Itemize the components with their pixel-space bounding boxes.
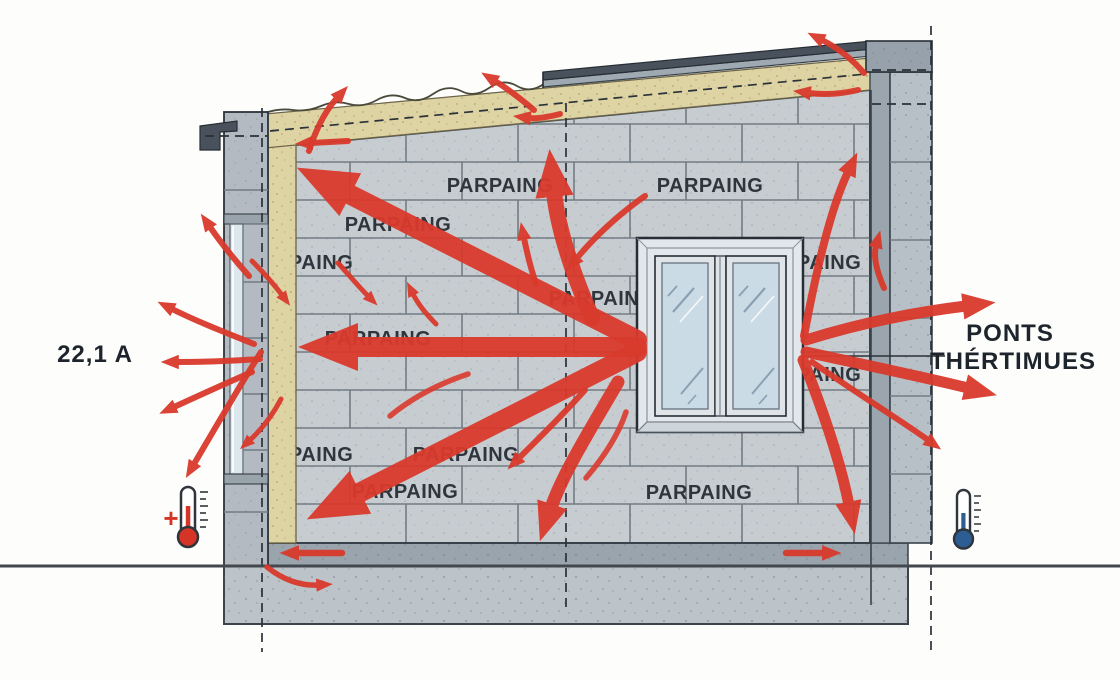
heat-arrow — [249, 258, 291, 306]
block-label: PARPAING — [646, 482, 753, 504]
heat-swirl — [583, 409, 629, 481]
eave-gutter — [199, 120, 238, 151]
heat-arrow — [406, 281, 439, 327]
thermometer-cold-icon — [952, 488, 981, 550]
heat-arrow — [535, 149, 600, 326]
heat-arrow — [335, 260, 378, 306]
heat-arrows — [157, 32, 997, 592]
heat-arrow — [517, 222, 539, 287]
heat-arrow — [537, 375, 625, 542]
heat-arrow — [566, 193, 648, 271]
heat-arrow — [306, 342, 647, 520]
heat-arrow — [240, 396, 284, 450]
window-left-glass — [661, 262, 709, 410]
heat-arrow — [800, 152, 858, 340]
window-right-sash — [725, 255, 787, 417]
thermometer-warm-icon: + — [163, 485, 208, 549]
heat-arrow — [809, 359, 942, 450]
heat-arrow — [294, 135, 351, 151]
left-window-sill — [223, 473, 269, 485]
heat-arrow — [868, 230, 887, 291]
right-wall — [865, 40, 933, 544]
window-left-sash — [654, 255, 716, 417]
thermometer-ticks — [974, 495, 981, 532]
thermal-bridges-label: PONTS THÉRTIMUES — [930, 320, 1096, 375]
heat-arrow — [800, 346, 997, 401]
heat-arrow — [185, 349, 264, 478]
window-right-glass — [732, 262, 780, 410]
block-label: PARPAING — [447, 175, 554, 197]
thermal-bridges-label-line1: PONTS — [966, 320, 1054, 347]
heat-arrow — [481, 72, 537, 113]
heat-arrow — [807, 32, 867, 76]
heat-arrow — [797, 354, 862, 535]
heat-arrow — [264, 564, 333, 592]
heat-arrow — [507, 387, 588, 470]
heat-arrow — [306, 86, 348, 154]
measurement-label: 22,1 A — [57, 341, 133, 368]
heat-arrow — [792, 86, 861, 101]
heat-swirl — [387, 371, 471, 419]
heat-arrow — [512, 111, 563, 126]
heat-arrow — [800, 293, 996, 346]
roof-dashed-line — [269, 73, 867, 132]
heat-arrow — [200, 213, 252, 279]
plus-sign: + — [163, 503, 178, 533]
thermometer-ticks — [200, 491, 208, 528]
block-label: PARPAING — [657, 175, 764, 197]
heat-arrow — [160, 354, 263, 370]
window — [635, 236, 805, 434]
wall-insulation — [267, 143, 297, 544]
heat-arrow — [157, 301, 257, 347]
thermal-bridges-label-line2: THÉRTIMUES — [930, 347, 1096, 375]
